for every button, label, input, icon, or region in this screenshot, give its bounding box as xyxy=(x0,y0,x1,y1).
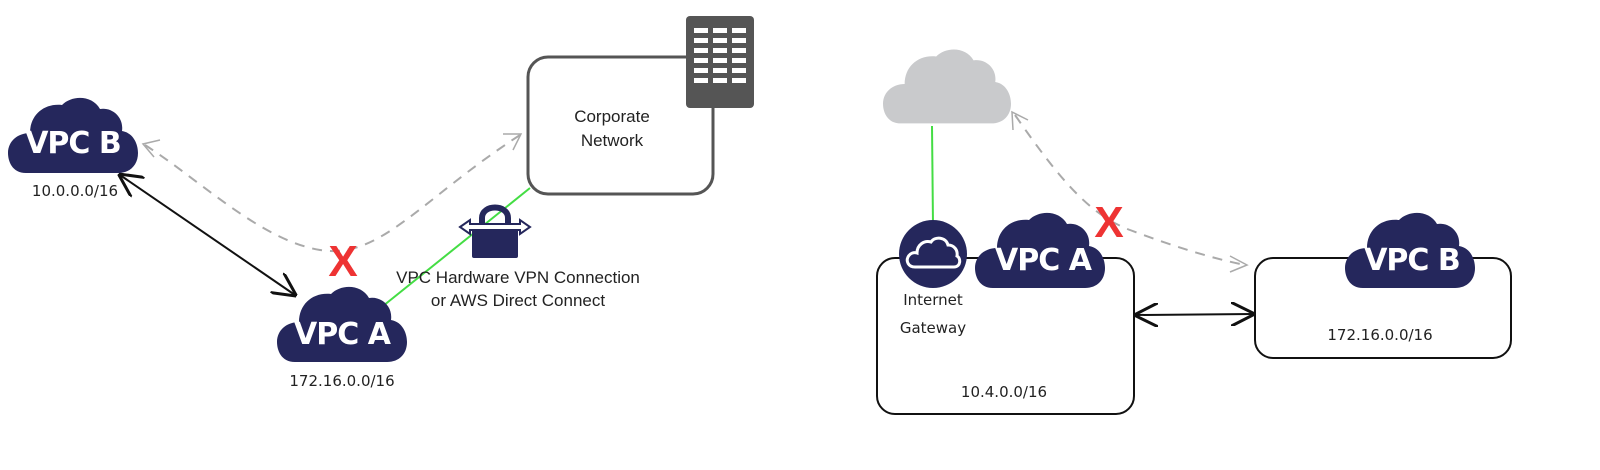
left-diagram: Corporate Network VPC Hardware VPN Conne… xyxy=(8,16,754,390)
vpc-a-cidr: 172.16.0.0/16 xyxy=(289,372,394,390)
peering-connection xyxy=(120,175,295,295)
blocked-transit-arrow xyxy=(1014,114,1246,266)
internet-cloud-icon xyxy=(883,49,1011,124)
corporate-network-label-line2: Network xyxy=(581,131,644,150)
vpc-b-cloud: VPC B xyxy=(1345,212,1475,288)
arrowhead-to-vpc-b xyxy=(1229,255,1249,273)
corporate-network-label-line1: Corporate xyxy=(574,107,650,126)
arrowhead-to-vpc-b xyxy=(141,139,161,158)
arrowhead-to-corporate xyxy=(503,133,523,151)
blocked-route-arrow xyxy=(144,134,521,253)
vpn-caption-line1: VPC Hardware VPN Connection xyxy=(396,268,640,287)
igw-label-line2: Gateway xyxy=(900,319,966,337)
blocked-x-mark: X xyxy=(1094,198,1123,247)
vpc-a-label: VPC A xyxy=(995,243,1093,278)
vpc-a-cloud: VPC A xyxy=(277,286,407,362)
vpn-caption-line2: or AWS Direct Connect xyxy=(431,291,605,310)
vpc-a-cloud: VPC A xyxy=(975,212,1105,288)
internet-gateway-icon xyxy=(899,220,967,288)
vpc-b-label: VPC B xyxy=(1364,243,1460,278)
building-icon xyxy=(686,16,754,108)
igw-label-line1: Internet xyxy=(903,291,963,309)
arrowhead-to-internet xyxy=(1011,110,1029,131)
vpc-a-label: VPC A xyxy=(294,317,392,352)
right-diagram: Internet Gateway VPC A 10.4.0.0/16 X VPC… xyxy=(876,49,1512,415)
vpc-b-cloud: VPC B xyxy=(8,97,138,173)
lock-icon xyxy=(458,204,532,258)
peering-connection xyxy=(1136,314,1253,315)
vpc-b-cidr: 172.16.0.0/16 xyxy=(1327,326,1432,344)
internet-gateway-link xyxy=(931,125,934,226)
vpc-b-label: VPC B xyxy=(25,126,121,161)
corporate-network-box xyxy=(526,55,715,196)
vpc-a-cidr: 10.4.0.0/16 xyxy=(961,383,1047,401)
vpc-b-cidr: 10.0.0.0/16 xyxy=(32,182,118,200)
blocked-x-mark: X xyxy=(328,237,357,286)
